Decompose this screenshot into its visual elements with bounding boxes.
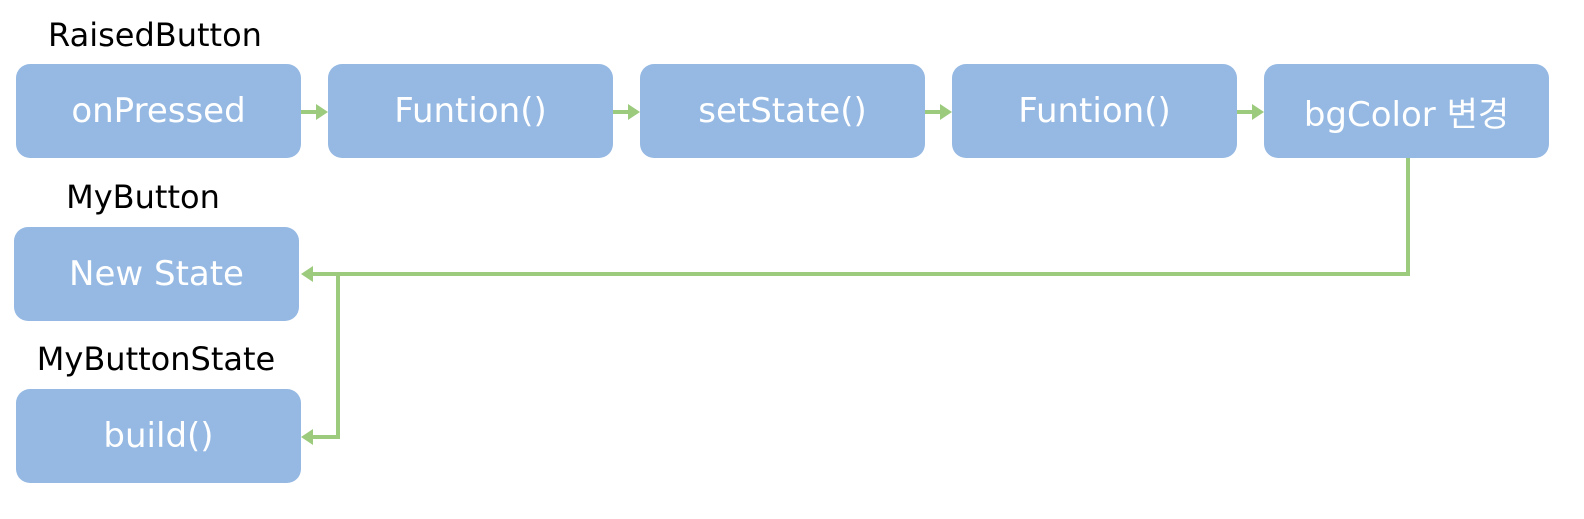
node-new-state: New State bbox=[14, 227, 299, 321]
arrowhead-funtion-to-bgcolor bbox=[1252, 104, 1264, 120]
node-onpressed: onPressed bbox=[16, 64, 301, 158]
arrow-newstate-to-build bbox=[312, 274, 340, 439]
group-label-mybuttonstate: MyButtonState bbox=[36, 340, 276, 378]
group-label-mybutton: MyButton bbox=[66, 178, 220, 216]
arrow-bgcolor-to-newstate bbox=[312, 158, 1410, 276]
node-bgcolor-change: bgColor 변경 bbox=[1264, 64, 1549, 158]
arrowhead-onpressed-to-funtion bbox=[316, 104, 328, 120]
arrowhead-bgcolor-to-newstate bbox=[301, 266, 313, 282]
arrowhead-newstate-to-build bbox=[301, 429, 313, 445]
group-label-raisedbutton: RaisedButton bbox=[48, 16, 262, 54]
arrowhead-setstate-to-funtion bbox=[940, 104, 952, 120]
node-build: build() bbox=[16, 389, 301, 483]
node-funtion-2: Funtion() bbox=[952, 64, 1237, 158]
node-setstate: setState() bbox=[640, 64, 925, 158]
node-funtion-1: Funtion() bbox=[328, 64, 613, 158]
arrowhead-funtion-to-setstate bbox=[628, 104, 640, 120]
